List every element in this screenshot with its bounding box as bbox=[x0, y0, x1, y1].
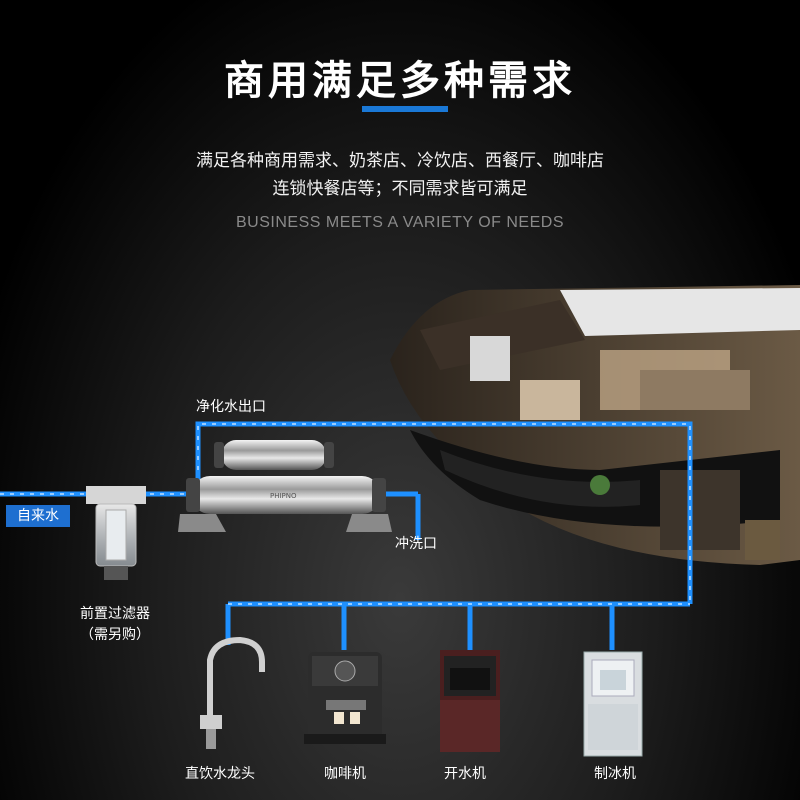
english-subtitle: BUSINESS MEETS A VARIETY OF NEEDS bbox=[236, 214, 564, 231]
subtitle-line-2: 连锁快餐店等；不同需求皆可满足 bbox=[272, 179, 528, 199]
faucet-illustration bbox=[200, 636, 265, 749]
tap-water-label: 自来水 bbox=[6, 505, 70, 527]
title-underline bbox=[362, 106, 448, 112]
water-dispenser-illustration bbox=[440, 650, 500, 752]
pre-filter-illustration bbox=[86, 486, 146, 580]
coffee-machine-illustration bbox=[304, 652, 386, 744]
pipe-flow-arrows bbox=[0, 423, 691, 605]
subtitle-line-1: 满足各种商用需求、奶茶店、冷饮店、西餐厅、咖啡店 bbox=[196, 151, 604, 171]
purifier-unit-illustration: PHIPNO bbox=[178, 440, 392, 532]
ice-maker-label: 制冰机 bbox=[594, 766, 636, 782]
faucet-label: 直饮水龙头 bbox=[185, 766, 255, 782]
flush-outlet-label: 冲洗口 bbox=[395, 536, 437, 552]
purifier-brand-text: PHIPNO bbox=[270, 492, 297, 500]
pre-filter-label: 前置过滤器 bbox=[80, 606, 150, 622]
water-dispenser-label: 开水机 bbox=[444, 766, 486, 782]
purified-water-outlet-label: 净化水出口 bbox=[196, 399, 266, 415]
pre-filter-note: （需另购） bbox=[80, 627, 150, 643]
page-title: 商用满足多种需求 bbox=[224, 58, 576, 104]
ice-maker-illustration bbox=[583, 651, 643, 757]
coffee-machine-label: 咖啡机 bbox=[324, 766, 366, 782]
